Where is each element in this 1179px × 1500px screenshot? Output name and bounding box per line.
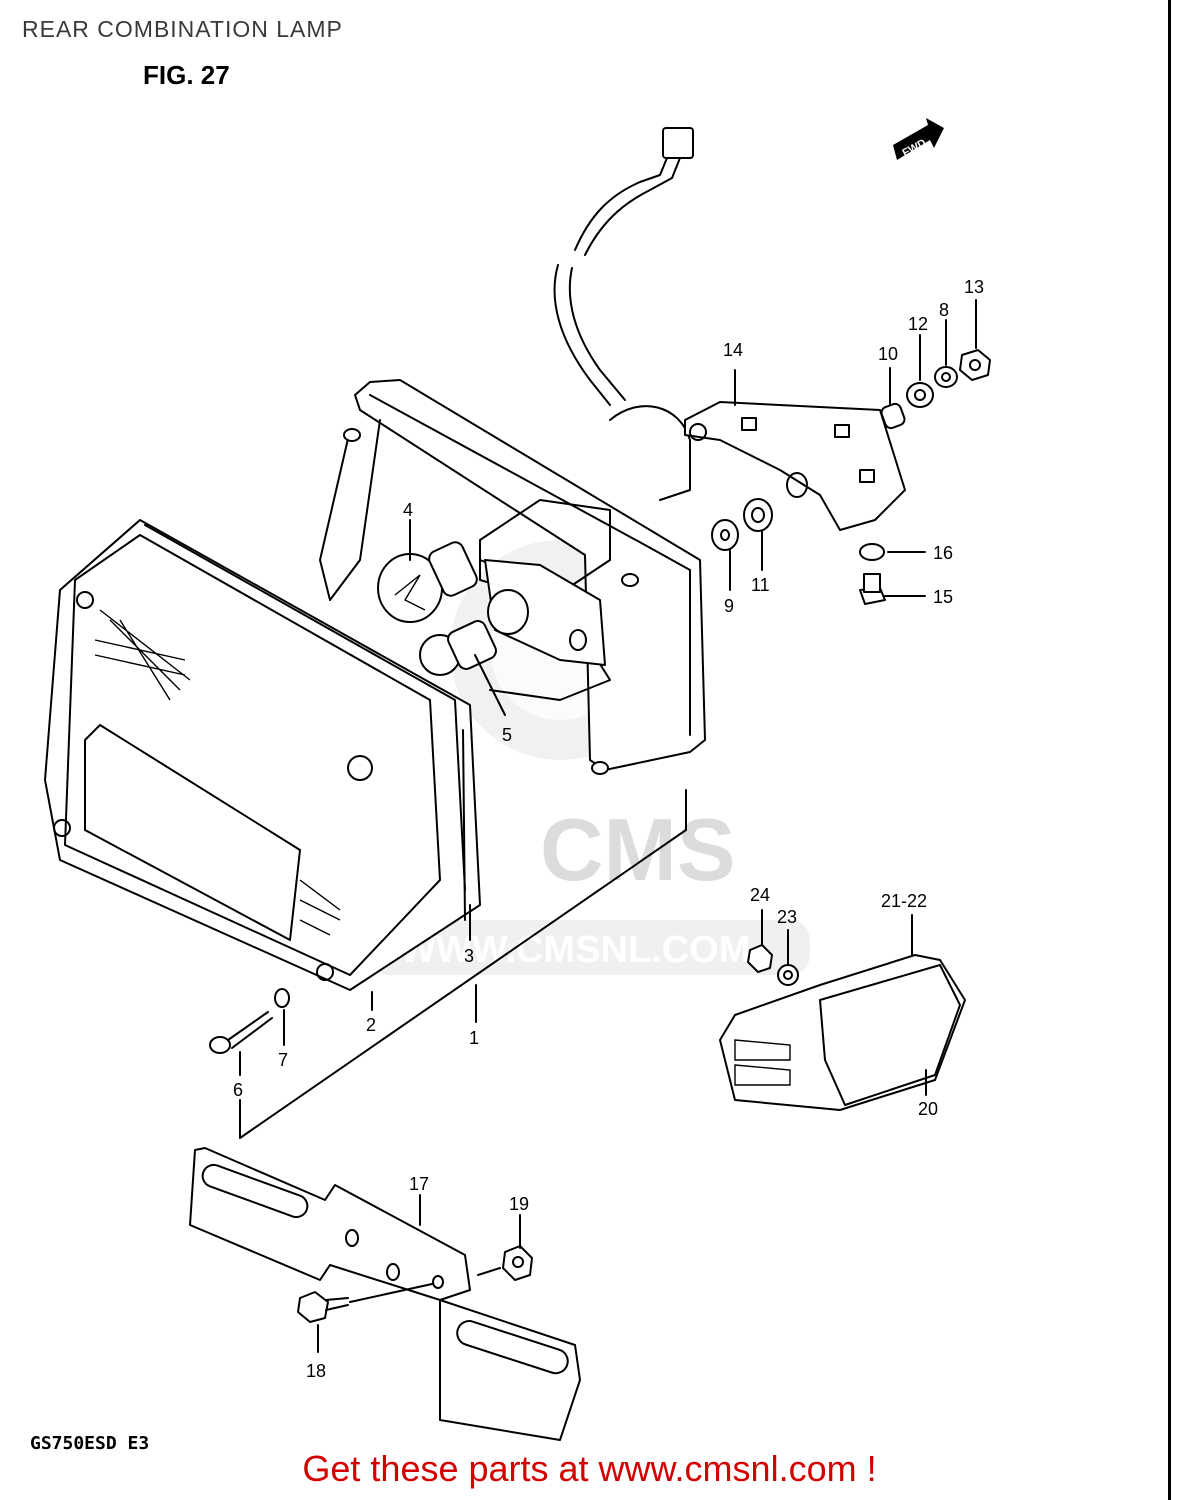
callout-12: 12 [908,314,928,334]
washer-7 [274,988,290,1008]
nut-13 [959,349,991,381]
callout-10: 10 [878,344,898,364]
callout-7: 7 [278,1050,288,1070]
screw-6 [209,1011,273,1054]
mounting-bracket [684,401,906,531]
callout-20: 20 [918,1099,938,1119]
washer-16 [859,543,885,561]
washer-8 [934,366,958,388]
callout-24: 24 [750,885,770,905]
callout-4: 4 [403,500,413,520]
gasket [462,729,466,921]
nut-19 [502,1245,533,1281]
watermark-url: WWW.CMSNL.COM [400,929,750,971]
page-edge-rule [1168,0,1171,1500]
callout-9: 9 [724,596,734,616]
callout-19: 19 [509,1194,529,1214]
bolt-18 [297,1291,349,1323]
model-code: GS750ESD E3 [30,1433,150,1454]
callout-1: 1 [469,1028,479,1048]
lamp-housing [319,379,706,775]
figure-label: FIG. 27 [143,60,230,90]
license-bracket [189,1147,581,1441]
washer-11 [743,498,773,532]
leader-lines [239,299,977,1353]
wire-harness [553,127,694,406]
callout-16: 16 [933,543,953,563]
part-callouts: 1 2 3 4 5 6 7 8 9 10 11 12 13 14 15 16 1… [233,277,984,1381]
callout-17: 17 [409,1174,429,1194]
callout-8: 8 [939,300,949,320]
washer-23 [777,964,799,986]
page-title: REAR COMBINATION LAMP [22,16,343,42]
callout-6: 6 [233,1080,243,1100]
socket [484,559,606,666]
callout-5: 5 [502,725,512,745]
watermark-logo: CMS [540,800,736,899]
callout-2: 2 [366,1015,376,1035]
callout-3: 3 [464,946,474,966]
bulb-5-icon [419,620,497,676]
washer-12 [906,382,934,408]
lamp-lens [44,519,481,991]
callout-14: 14 [723,340,743,360]
callout-15: 15 [933,587,953,607]
reflector [719,954,966,1111]
callout-23: 23 [777,907,797,927]
promo-link[interactable]: Get these parts at www.cmsnl.com ! [302,1448,877,1489]
callout-18: 18 [306,1361,326,1381]
callout-11: 11 [751,575,770,595]
callout-21-22: 21-22 [881,891,927,911]
collar-10 [880,402,906,430]
forward-arrow-icon: FWD [893,118,944,160]
bolt-15 [859,573,886,605]
callout-13: 13 [964,277,984,297]
washer-9 [711,519,739,551]
